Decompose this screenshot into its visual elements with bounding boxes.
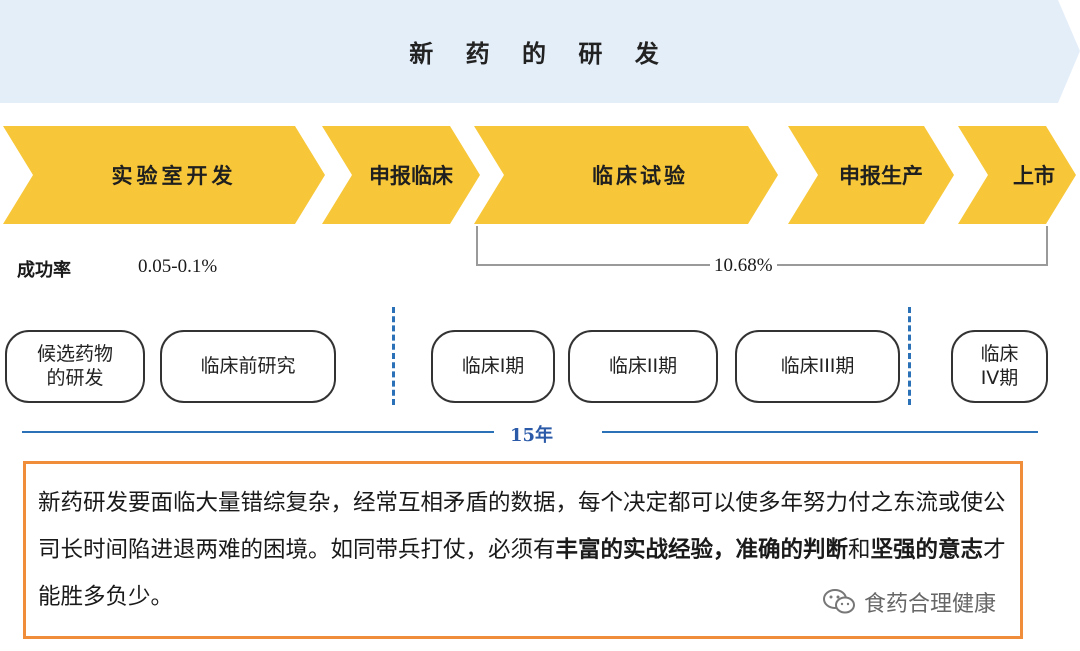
phase-label: 临床II期 [608,354,678,377]
phase-label: 的研发 [46,366,104,389]
success-rate-preclinical: 0.05-0.1% [138,256,218,277]
stage-production-application: 申报生产 [788,126,954,224]
timeline-line-left [22,431,494,433]
stage-label: 申报临床 [369,164,453,188]
success-rate-clinical: 10.68% [710,255,777,277]
stage-label: 申报生产 [839,164,923,188]
phase-divider [392,307,395,405]
timeline-label: 15年 [510,425,554,446]
phase-candidate-drug: 候选药物的研发 [5,330,145,403]
watermark-text: 食药合理健康 [864,592,997,617]
header-banner [0,0,1080,103]
watermark: 食药合理健康 [822,586,996,618]
description-text: 新药研发要面临大量错综复杂，经常互相矛盾的数据，每个决定都可以使多年努力付之东流… [38,490,1006,610]
phase-label: 临床I期 [461,354,525,377]
phase-label: 临床 [980,342,1019,365]
stage-label: 上市 [1013,164,1055,188]
stage-clinical-application: 申报临床 [322,126,480,224]
phase-label: 候选药物 [36,342,113,365]
stage-clinical-trial: 临床试验 [474,126,778,224]
stage-lab-development: 实验室开发 [3,126,325,224]
emphasis-text: 坚强的意志 [870,537,984,563]
phase-preclinical: 临床前研究 [160,330,336,403]
stage-label: 实验室开发 [111,164,237,188]
phase-clinical-3: 临床III期 [735,330,900,403]
phase-label: 临床前研究 [200,354,296,377]
phase-label: IV期 [980,366,1019,389]
description-box: 新药研发要面临大量错综复杂，经常互相矛盾的数据，每个决定都可以使多年努力付之东流… [23,461,1023,639]
phase-divider [908,307,911,405]
stage-label: 临床试验 [592,164,688,188]
timeline-line-right [602,431,1038,433]
phase-clinical-2: 临床II期 [568,330,718,403]
emphasis-text: 丰富的实战经验，准确的判断 [555,537,849,563]
phase-label: 临床III期 [780,354,855,377]
page-title: 新 药 的 研 发 [409,39,671,68]
success-rate-label: 成功率 [17,260,71,281]
wechat-icon [823,589,855,614]
stage-market: 上市 [958,126,1076,224]
phase-clinical-1: 临床I期 [431,330,555,403]
